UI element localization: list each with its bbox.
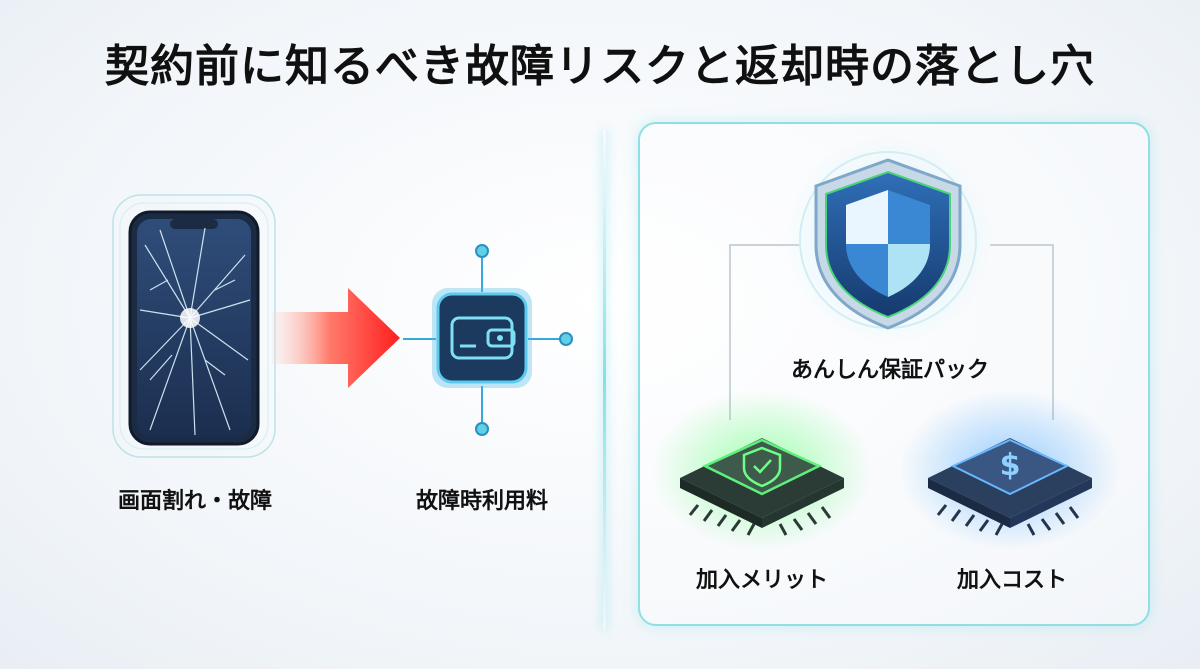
check-shield-icon [652, 390, 872, 550]
phone-label: 画面割れ・故障 [117, 489, 272, 514]
wallet-icon [403, 244, 573, 436]
svg-text:$: $ [1000, 448, 1021, 483]
connector-lines [729, 244, 1054, 420]
cost-label: 加入コスト [956, 568, 1067, 593]
dollar-icon: $ [900, 390, 1120, 550]
section-divider [603, 130, 606, 630]
shield-label: あんしん保証パック [790, 358, 989, 383]
fee-label: 故障時利用料 [415, 489, 548, 514]
arrow-right-icon [272, 288, 400, 388]
page-title: 契約前に知るべき故障リスクと返却時の落とし穴 [105, 41, 1095, 92]
merit-label: 加入メリット [695, 568, 828, 593]
shield-icon [783, 135, 993, 345]
cracked-phone-icon [112, 194, 276, 458]
